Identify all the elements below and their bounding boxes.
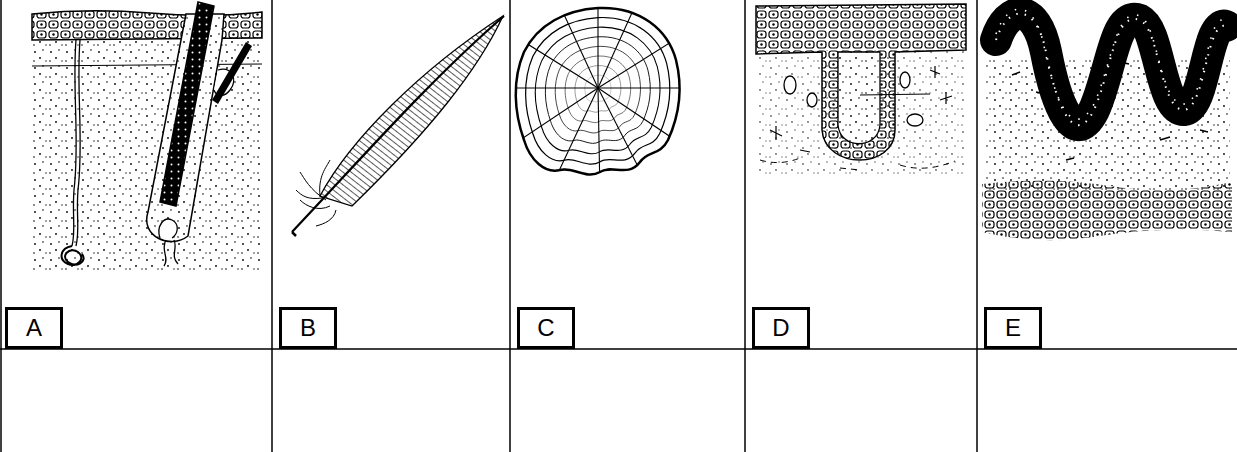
- hair-follicle-figure: [32, 2, 262, 272]
- panel-letter: B: [300, 315, 316, 341]
- letter-box: A: [5, 307, 63, 349]
- letter-box: D: [752, 307, 810, 349]
- panel-letter: A: [26, 315, 42, 341]
- fish-scale-figure: [500, 0, 700, 195]
- panel-letter: D: [772, 315, 789, 341]
- letter-box: B: [279, 307, 337, 349]
- feather-figure: [292, 16, 504, 236]
- panel-letter: E: [1005, 315, 1021, 341]
- letter-box: C: [517, 307, 575, 349]
- panel-letter: C: [537, 315, 554, 341]
- letter-box: E: [984, 307, 1042, 349]
- tooth-germ-figure: [756, 4, 966, 175]
- enamel-layer-figure: [982, 9, 1232, 240]
